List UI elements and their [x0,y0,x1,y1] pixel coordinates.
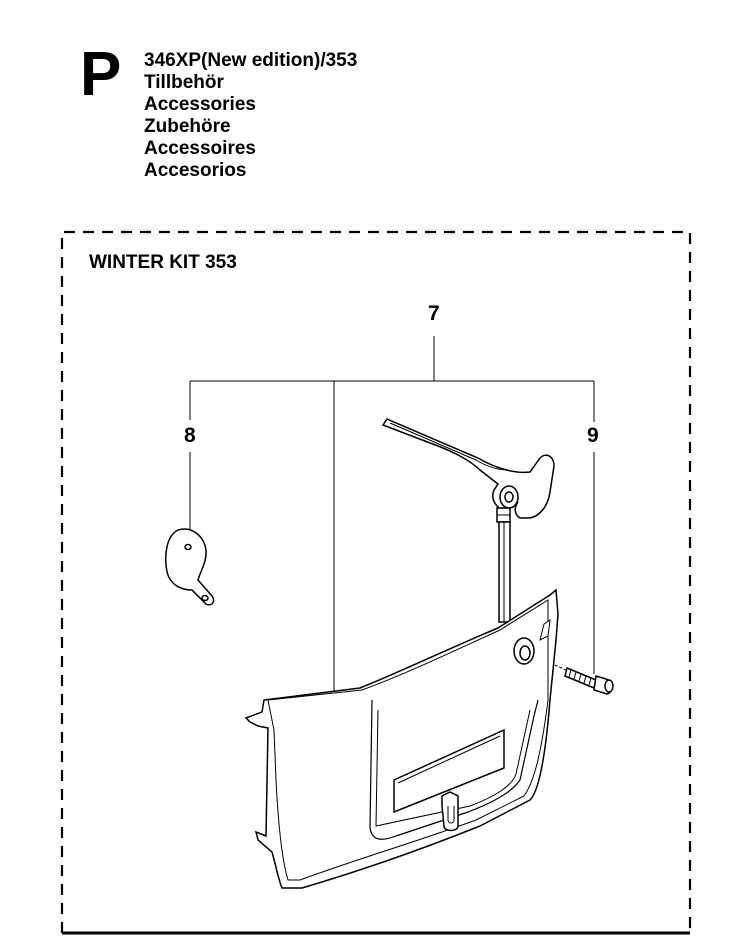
kit-title: WINTER KIT 353 [89,252,237,273]
title-english: Accessories [144,94,256,115]
callout-7: 7 [428,302,440,325]
title-french: Accessoires [144,138,256,159]
kit-frame [60,230,692,935]
title-swedish: Tillbehör [144,72,224,93]
leader-lines [189,336,595,692]
winter-lever [381,418,555,623]
callout-8: 8 [184,424,196,447]
part-9-screw [540,658,614,695]
callout-9: 9 [587,424,599,447]
model-title: 346XP(New edition)/353 [144,50,358,71]
title-spanish: Accesorios [144,160,247,181]
title-german: Zubehöre [144,116,231,137]
part-8-cover-plate [165,528,215,606]
winter-cover-plate [244,588,559,889]
section-letter: P [80,40,122,109]
header-titles: 346XP(New edition)/353 Tillbehör Accesso… [144,50,357,182]
